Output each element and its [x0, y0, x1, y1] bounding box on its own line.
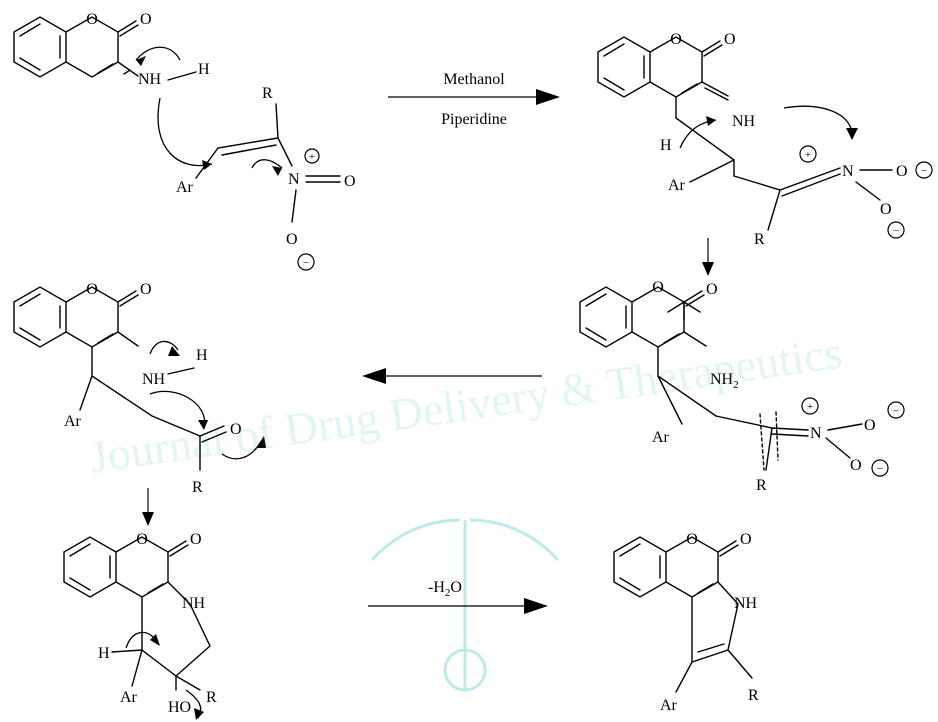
watermark-emblem	[370, 518, 560, 692]
electron-arrow-1	[135, 46, 181, 61]
atom-nh: NH	[138, 71, 162, 88]
atom-n: N	[810, 425, 822, 442]
atom-o-carbonyl: O	[724, 31, 736, 48]
molecule-michael-adduct: O O NH H Ar R N + O − O −	[597, 31, 933, 248]
electron-arrow-6	[149, 340, 179, 355]
atom-n: N	[842, 163, 854, 180]
atom-nh: NH	[734, 595, 758, 612]
atom-o-anion: O	[864, 417, 876, 434]
atom-r: R	[754, 231, 765, 248]
charge-plus: +	[805, 149, 811, 161]
atom-o-anion-2: O	[850, 457, 862, 474]
atom-o-ring: O	[652, 279, 664, 296]
atom-nh: NH	[142, 371, 166, 388]
atom-ar: Ar	[668, 177, 686, 194]
atom-r: R	[192, 479, 203, 496]
molecule-product: O O NH Ar R	[613, 531, 759, 714]
atom-ar: Ar	[652, 429, 670, 446]
atom-o-carbonyl: O	[140, 281, 152, 298]
atom-ar: Ar	[176, 179, 194, 196]
atom-nh: NH	[732, 113, 756, 130]
atom-o-ring: O	[686, 531, 698, 548]
molecule-hemiaminal: O O NH H Ar HO R	[63, 531, 217, 720]
atom-o-carbonyl: O	[140, 11, 152, 28]
atom-o-ring: O	[136, 531, 148, 548]
atom-o-ring: O	[86, 11, 98, 28]
electron-arrow-2	[157, 97, 213, 167]
arrow-tautomerization	[702, 238, 714, 276]
label-dehydration: -H2O	[428, 579, 462, 599]
molecule-aminocoumarin-nitronate: O O NH2 Ar R N + O − O −	[579, 279, 905, 494]
atom-r: R	[756, 477, 767, 494]
atom-h: H	[660, 137, 672, 154]
molecule-nitroalkene: R Ar N O + O −	[157, 85, 356, 271]
atom-o-ketone: O	[230, 421, 242, 438]
electron-arrow-3	[251, 159, 283, 169]
atom-ar: Ar	[120, 689, 138, 706]
atom-o-carbonyl: O	[706, 281, 718, 298]
label-piperidine: Piperidine	[441, 111, 507, 128]
charge-minus: −	[921, 165, 927, 177]
charge-plus: +	[807, 401, 813, 413]
atom-o-anion: O	[286, 231, 298, 248]
atom-r: R	[748, 687, 759, 704]
atom-nh2: NH2	[710, 371, 739, 391]
atom-o-anion-2: O	[880, 201, 892, 218]
molecule-aminocoumarin: O O NH H	[13, 11, 210, 88]
atom-o-nitro: O	[344, 173, 356, 190]
atom-ar: Ar	[64, 413, 82, 430]
charge-minus: −	[303, 257, 309, 269]
charge-minus: −	[877, 463, 883, 475]
atom-r: R	[206, 689, 217, 706]
electron-arrow-5	[783, 105, 853, 133]
arrow-michael-addition: Methanol Piperidine	[388, 71, 560, 128]
atom-o-anion: O	[896, 163, 908, 180]
atom-h: H	[196, 347, 208, 364]
arrow-dehydration: -H2O	[368, 579, 548, 614]
arrow-nef-reaction	[362, 368, 542, 384]
molecule-ketone-intermediate: O O NH H Ar O R	[13, 281, 266, 496]
charge-minus: −	[893, 405, 899, 417]
label-methanol: Methanol	[443, 71, 505, 88]
atom-o-carbonyl: O	[190, 531, 202, 548]
atom-r: R	[262, 85, 273, 102]
charge-minus: −	[893, 225, 899, 237]
charge-plus: +	[309, 151, 315, 163]
atom-nh: NH	[182, 595, 206, 612]
arrow-cyclization	[142, 488, 154, 526]
atom-o-ring: O	[86, 281, 98, 298]
atom-ar: Ar	[660, 697, 678, 714]
atom-h: H	[198, 61, 210, 78]
atom-n: N	[288, 171, 300, 188]
atom-ho: HO	[168, 699, 191, 716]
atom-o-carbonyl: O	[740, 531, 752, 548]
atom-o-ring: O	[670, 31, 682, 48]
atom-h: H	[98, 645, 110, 662]
